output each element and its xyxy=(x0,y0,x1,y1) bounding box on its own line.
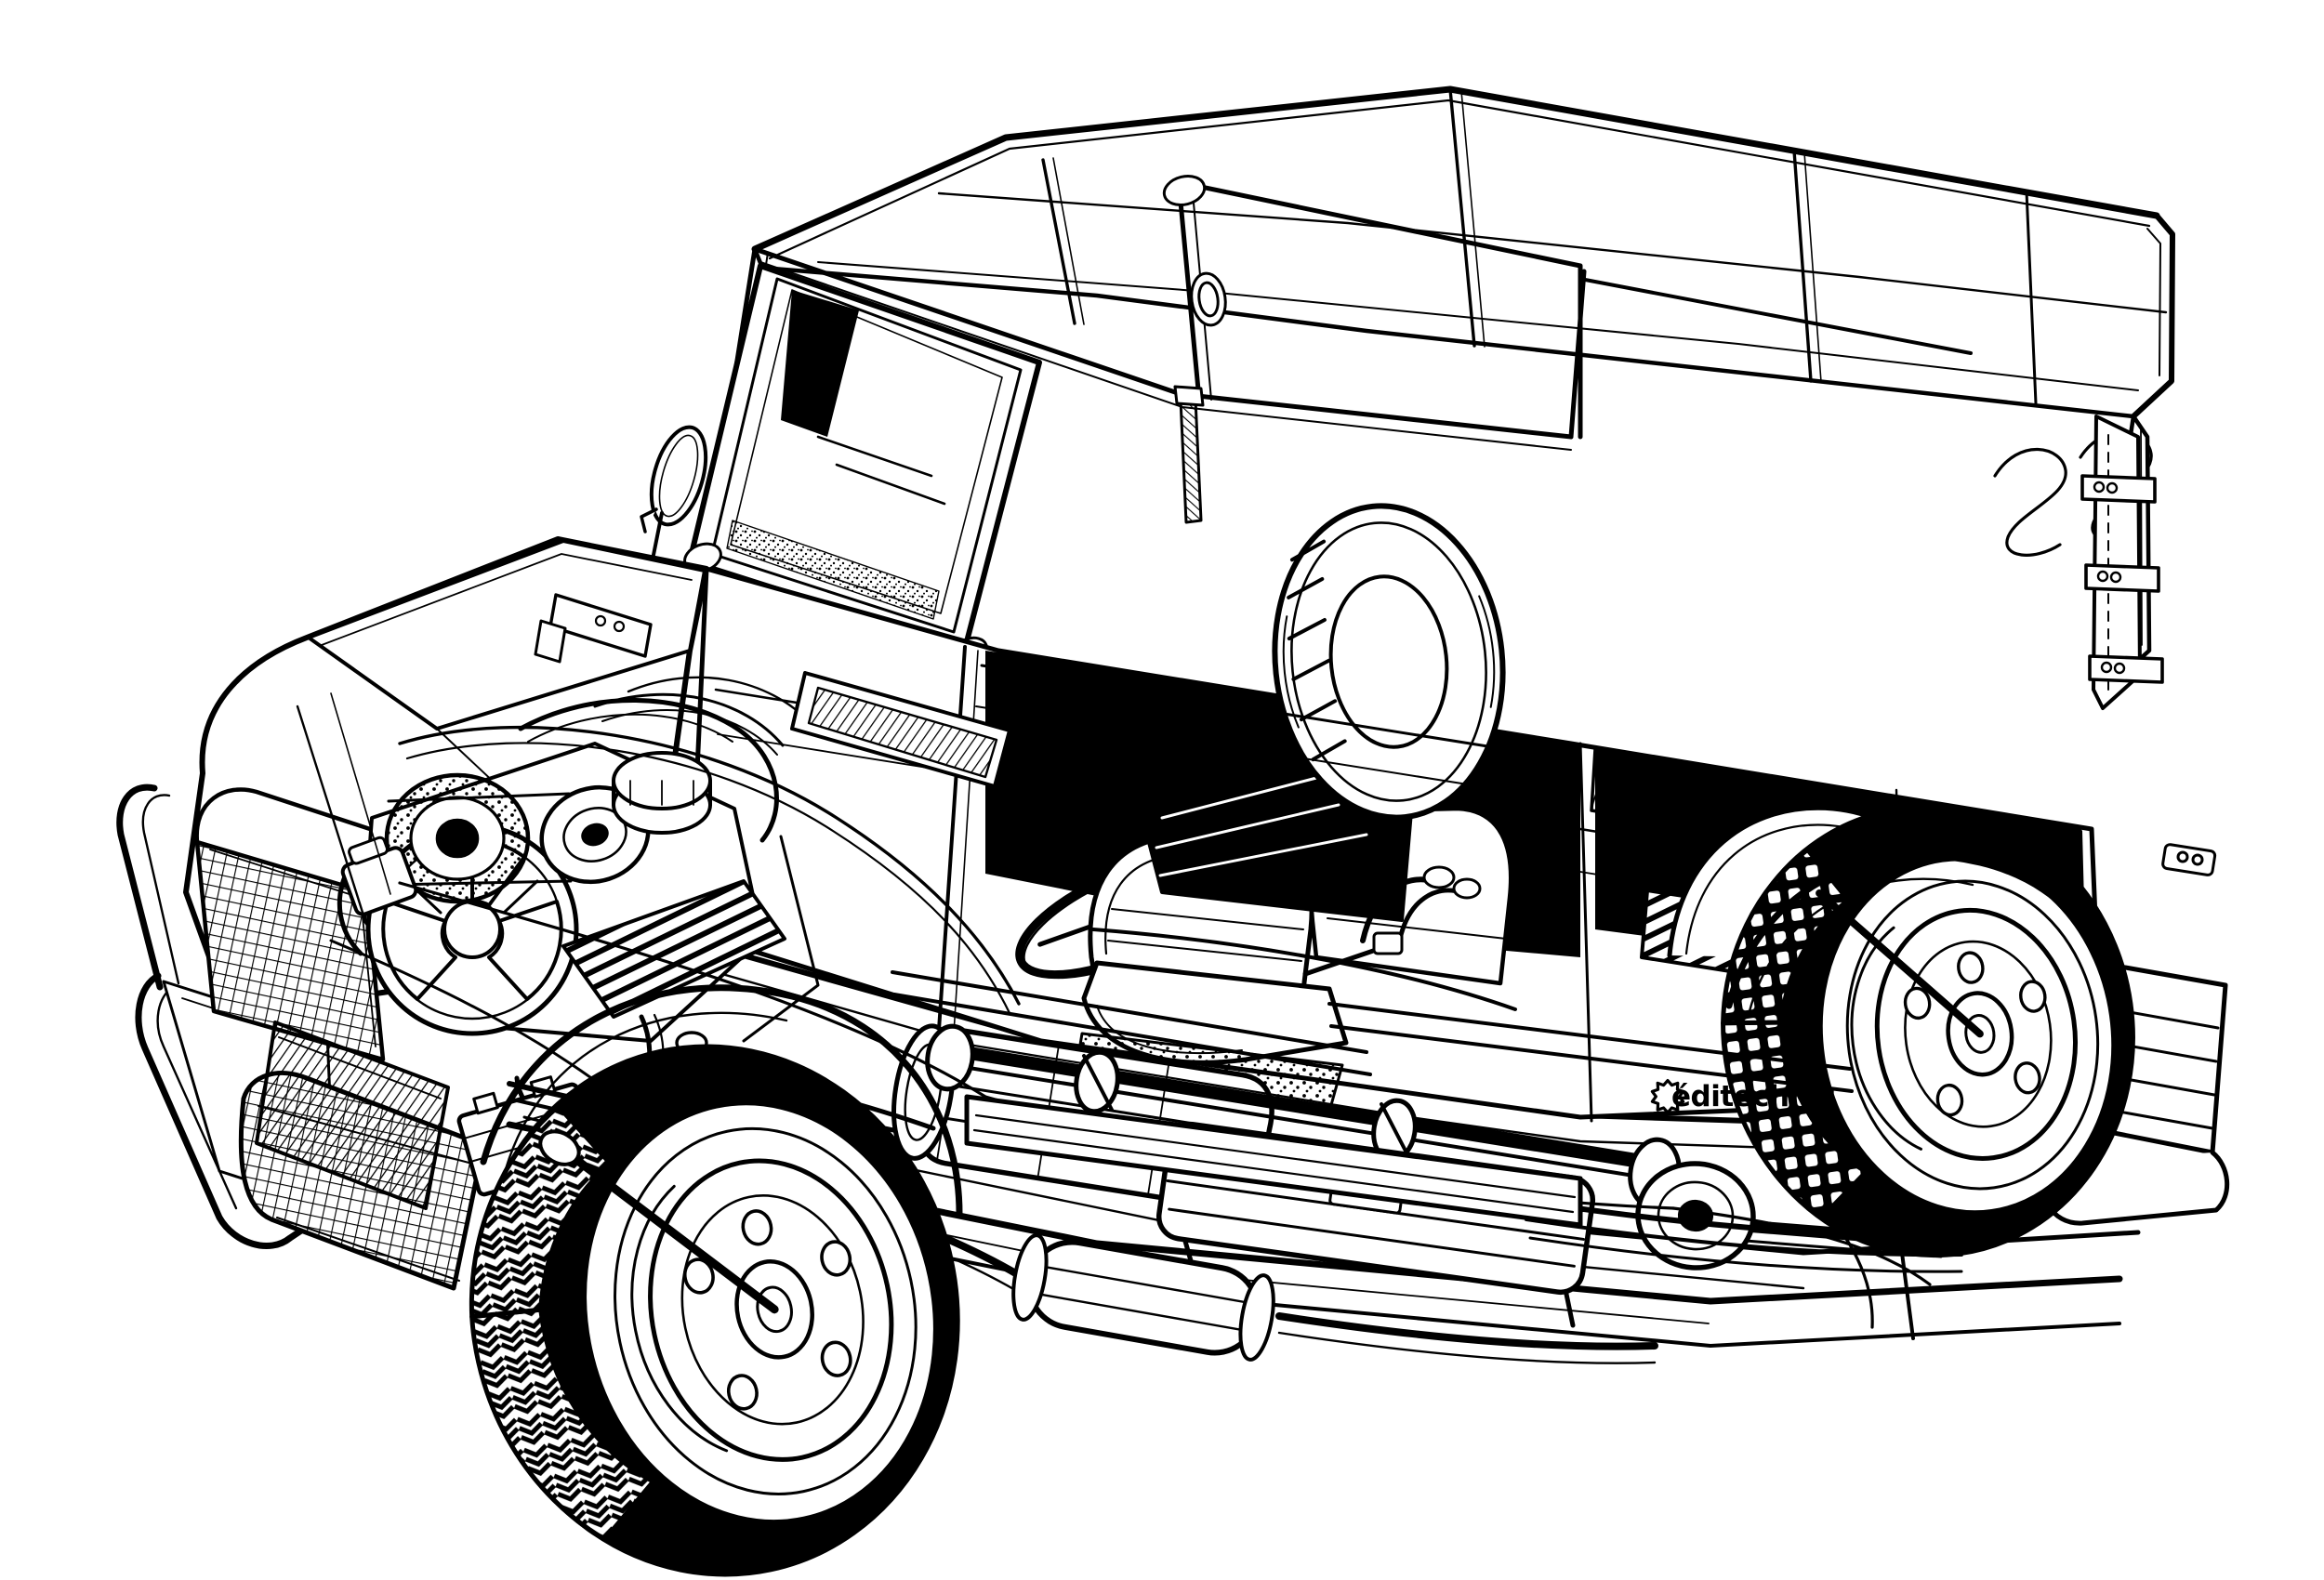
front-wheel xyxy=(469,1044,960,1577)
interior xyxy=(790,503,1580,1113)
windshield xyxy=(683,263,1042,665)
running-board xyxy=(964,1094,1583,1228)
engine xyxy=(255,676,1021,1210)
roll-frame xyxy=(704,175,1973,559)
rear-flap xyxy=(2080,415,2164,710)
rear-wheel xyxy=(1721,805,2135,1258)
canvas-top xyxy=(751,86,2175,687)
driveshaft xyxy=(925,1023,1682,1209)
control-linkages xyxy=(891,928,1854,1093)
radiator xyxy=(255,1020,450,1210)
wheel-arches xyxy=(480,852,2127,1218)
